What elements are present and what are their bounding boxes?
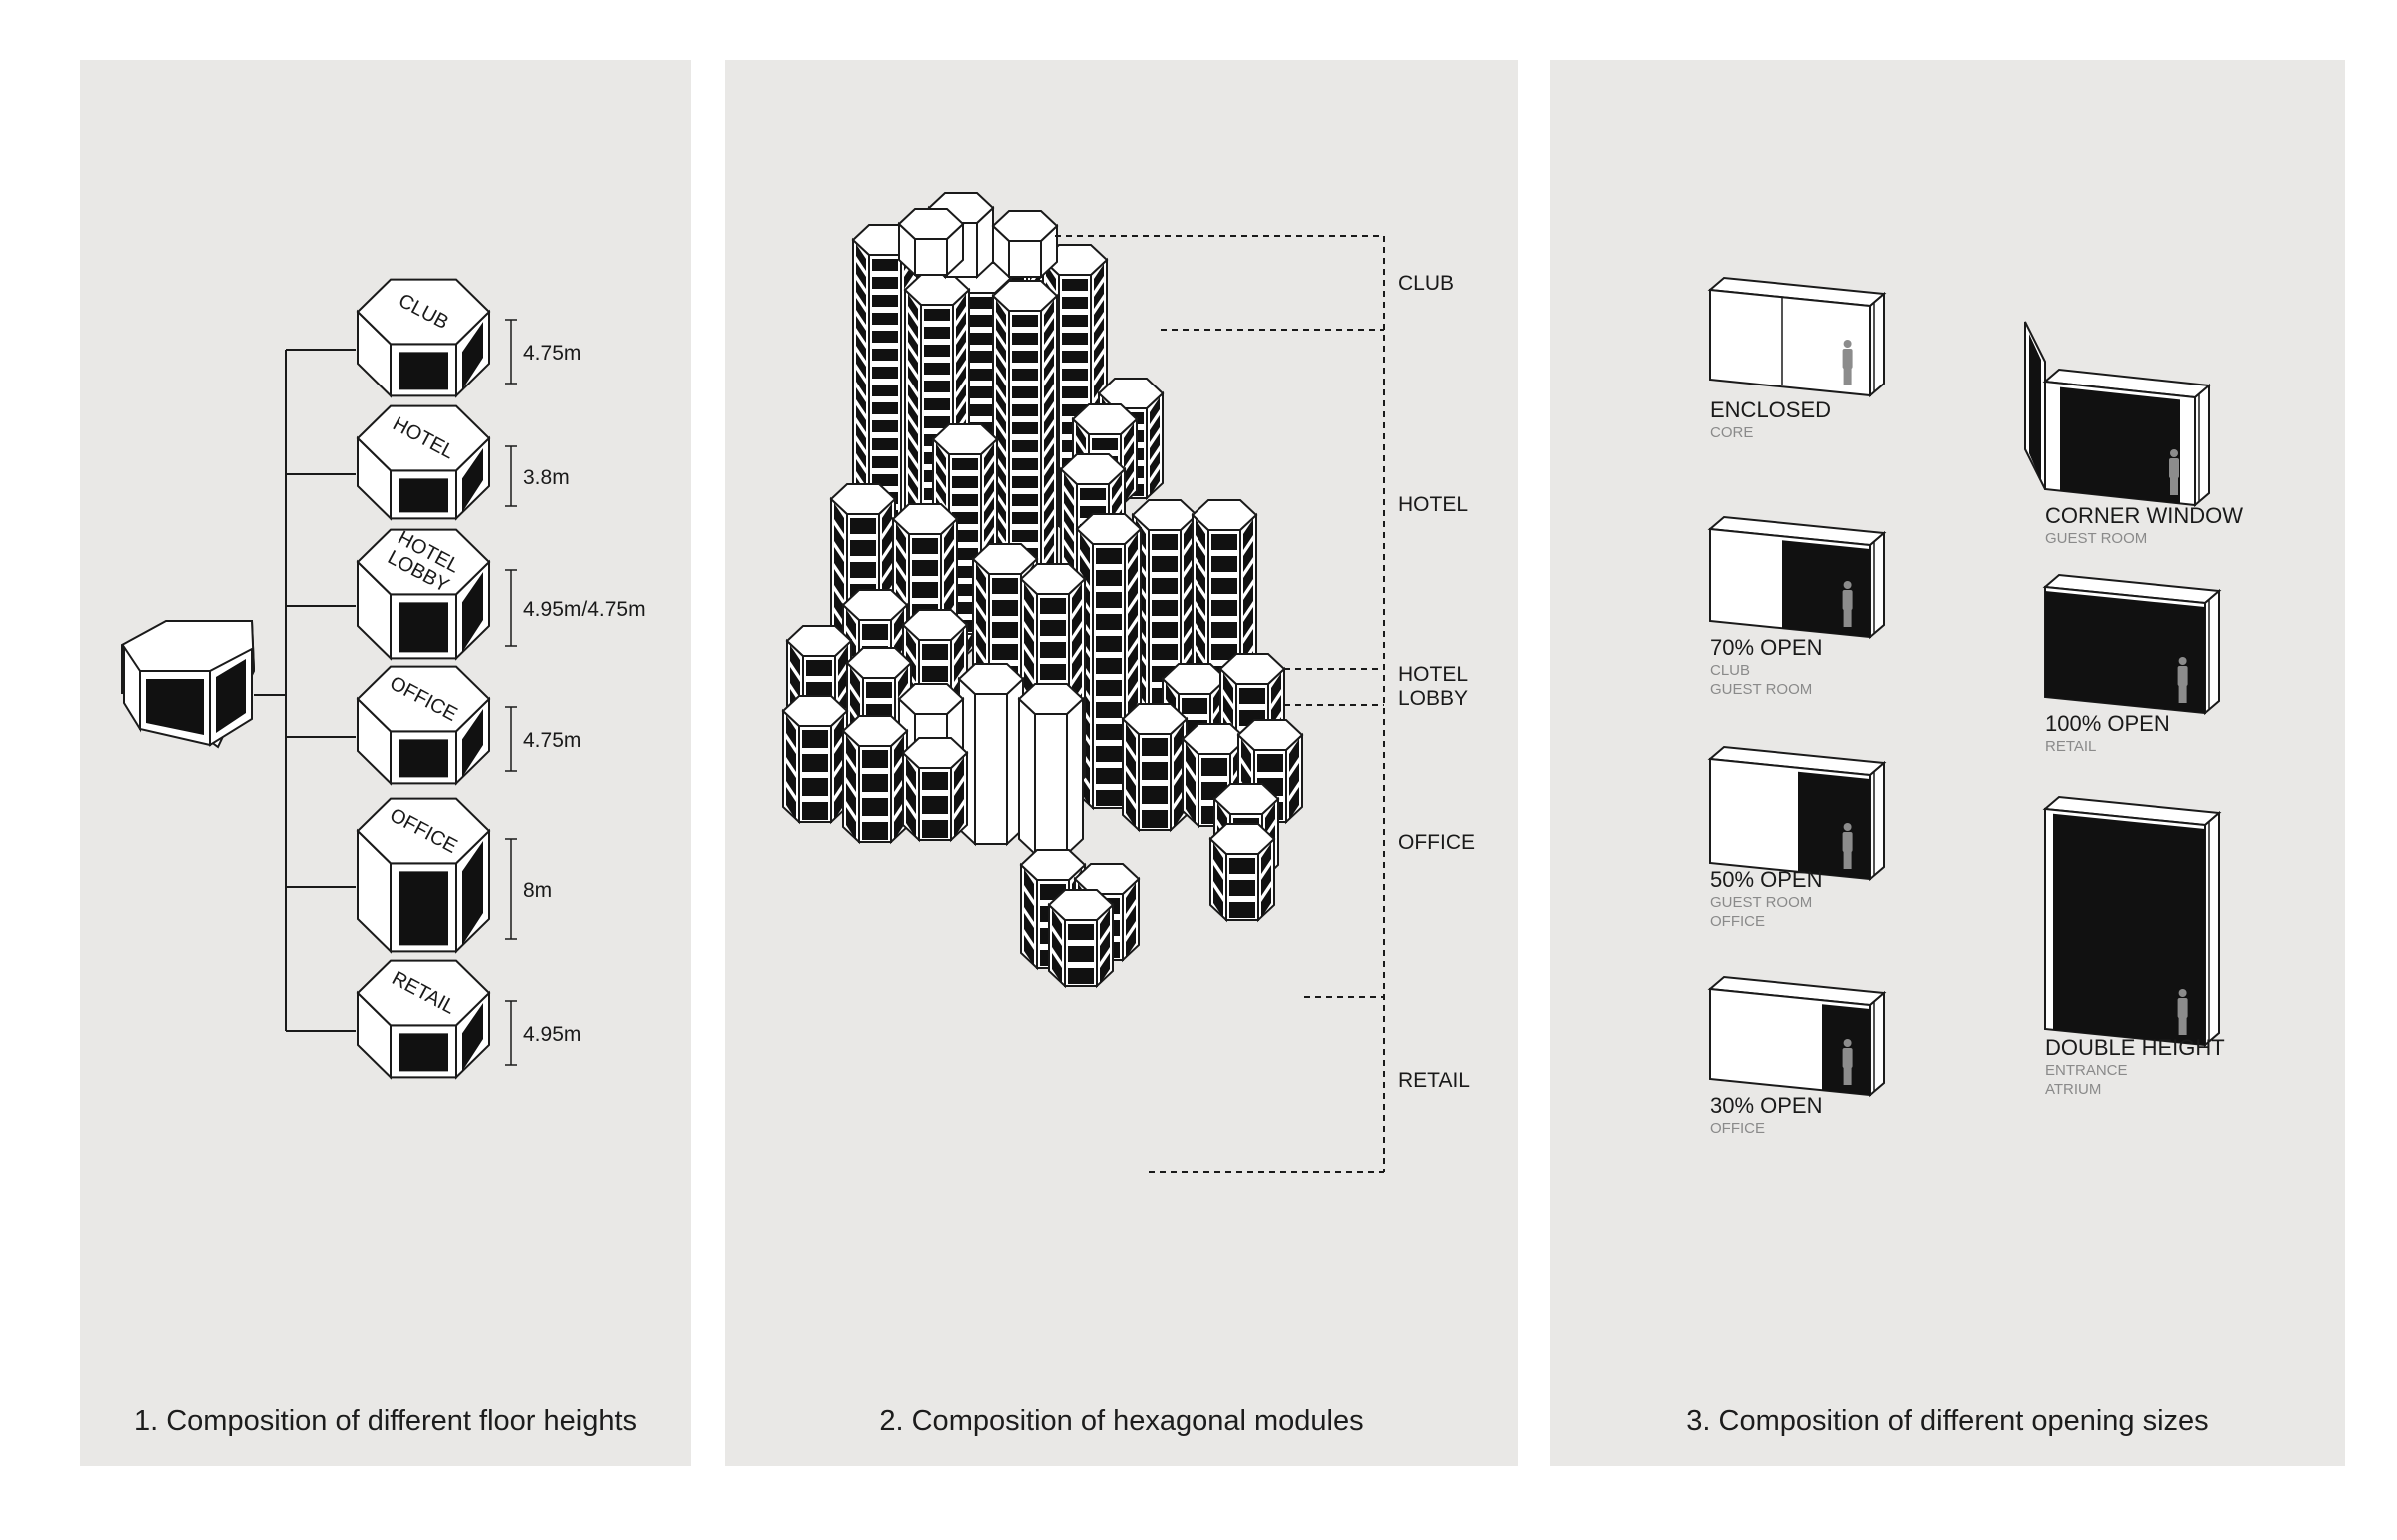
hex-tower (781, 192, 1304, 989)
opening-use-label: OFFICE (1710, 913, 1765, 930)
tower-col (991, 280, 1059, 601)
zone-labels: CLUB HOTEL HOTEL LOBBY OFFICE RETAIL (1398, 272, 1475, 1092)
opening-use-label: OFFICE (1710, 1120, 1765, 1137)
opening-title: DOUBLE HEIGHT (2045, 1035, 2225, 1060)
opening-use-label: RETAIL (2045, 738, 2096, 755)
person-scale-icon (1842, 1039, 1853, 1085)
opening-type-1: CORNER WINDOW GUEST ROOM (2024, 321, 2243, 547)
opening-fill (1798, 771, 1870, 879)
zone-label-club: CLUB (1398, 272, 1454, 295)
opening-type-4: 50% OPEN GUEST ROOM OFFICE (1707, 745, 1887, 930)
opening-type-3: 100% OPEN RETAIL (2042, 573, 2222, 755)
floor-height-label: 3.8m (523, 466, 570, 489)
base-hex-module (121, 620, 256, 749)
opening-title: CORNER WINDOW (2045, 503, 2243, 528)
person-scale-icon (2177, 657, 2188, 703)
person-scale-icon (1842, 340, 1853, 385)
opening-fill (2060, 386, 2180, 504)
zone-label-retail: RETAIL (1398, 1069, 1470, 1092)
person-scale-icon (2177, 989, 2188, 1035)
club-col (897, 208, 965, 278)
opening-fill (2053, 813, 2205, 1045)
opening-use-label: GUEST ROOM (2045, 530, 2147, 547)
opening-type-2: 70% OPEN CLUB GUEST ROOM (1707, 515, 1887, 698)
club-col (991, 210, 1059, 280)
floor-height-label: 8m (523, 879, 552, 902)
zone-label-office: OFFICE (1398, 831, 1475, 854)
retail-col (841, 715, 909, 845)
podium-col (957, 663, 1025, 847)
zone-brackets (1055, 235, 1385, 1173)
retail-col (781, 695, 849, 825)
panel2-caption: 2. Composition of hexagonal modules (879, 1405, 1364, 1437)
floor-height-label: 4.75m (523, 729, 581, 752)
person-scale-icon (1842, 581, 1853, 627)
person-scale-icon (1842, 823, 1853, 869)
opening-use-label: ENTRANCE (2045, 1062, 2128, 1079)
opening-title: 30% OPEN (1710, 1093, 1823, 1118)
module-connector-tree (254, 349, 356, 1032)
opening-title: ENCLOSED (1710, 397, 1831, 422)
opening-use-label: ATRIUM (2045, 1081, 2101, 1098)
podium-col (1017, 683, 1085, 857)
opening-title: 100% OPEN (2045, 711, 2170, 736)
opening-type-0: ENCLOSED CORE (1707, 276, 1887, 441)
retail-col (1121, 703, 1189, 833)
panel-hex-modules: CLUB HOTEL HOTEL LOBBY OFFICE RETAIL 2. … (725, 60, 1518, 1466)
opening-use-label: CORE (1710, 424, 1753, 441)
retail-col (1047, 889, 1115, 989)
panel3-caption: 3. Composition of different opening size… (1686, 1405, 2209, 1437)
person-scale-icon (2169, 449, 2179, 495)
opening-use-label: GUEST ROOM (1710, 681, 1812, 698)
zone-label-hotel-lobby-2: LOBBY (1398, 687, 1468, 710)
zone-label-hotel-lobby-1: HOTEL (1398, 663, 1468, 686)
opening-type-5: DOUBLE HEIGHT ENTRANCE ATRIUM (2042, 795, 2225, 1098)
opening-title: 70% OPEN (1710, 635, 1823, 660)
opening-fill (1782, 540, 1870, 637)
floor-height-label: 4.75m (523, 342, 581, 365)
floor-height-label: 4.95m (523, 1023, 581, 1046)
panel1-caption: 1. Composition of different floor height… (133, 1405, 638, 1437)
floor-heights-diagram: CLUB4.75mHOTEL3.8mHOTELLOBBY4.95m/4.75mO… (121, 278, 646, 1080)
opening-title: 50% OPEN (1710, 867, 1823, 892)
opening-fill (2045, 591, 2205, 713)
hexagonal-tower-diagram: CLUB HOTEL HOTEL LOBBY OFFICE RETAIL (781, 192, 1475, 1173)
zone-label-hotel: HOTEL (1398, 493, 1468, 516)
opening-use-label: GUEST ROOM (1710, 894, 1812, 911)
opening-type-6: 30% OPEN OFFICE (1707, 975, 1887, 1137)
retail-col (1208, 823, 1276, 923)
opening-use-label: CLUB (1710, 662, 1750, 679)
floor-height-label: 4.95m/4.75m (523, 598, 646, 621)
retail-col (901, 737, 969, 843)
